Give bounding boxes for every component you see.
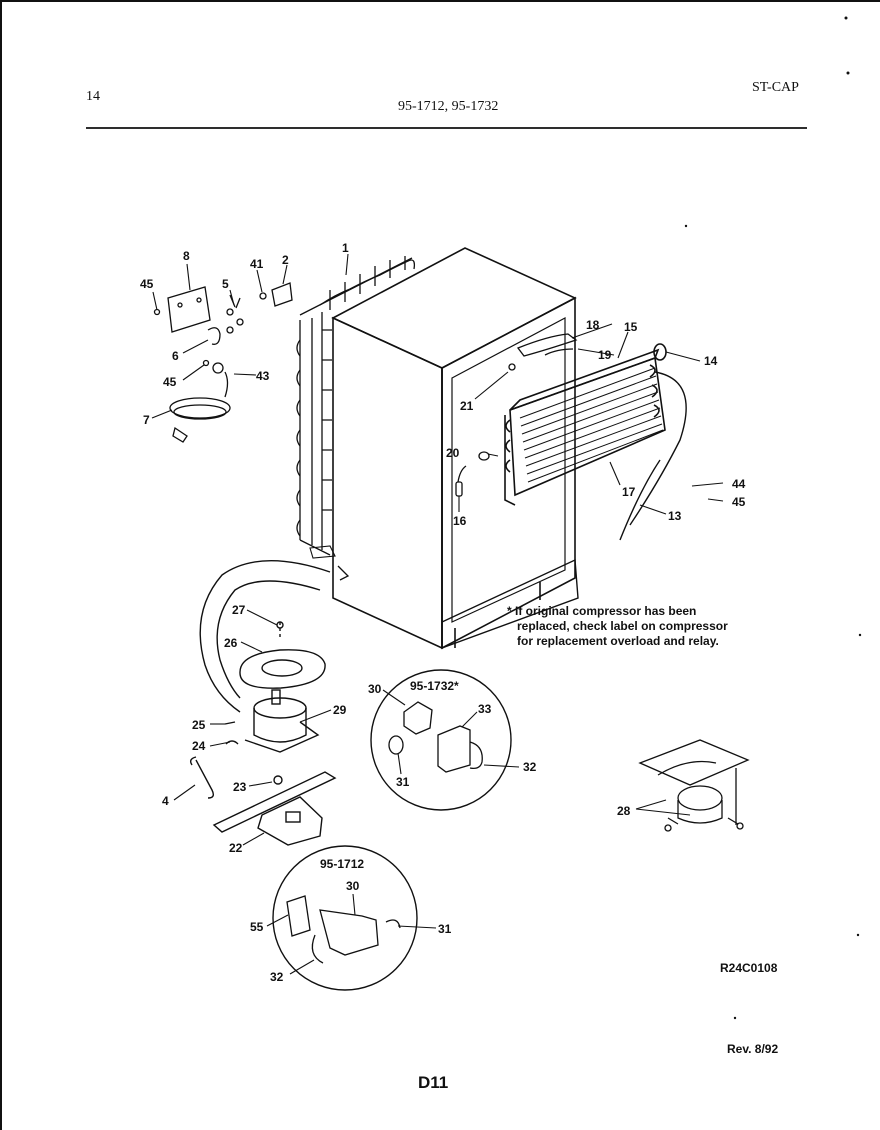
callout-27: 27 <box>232 603 246 617</box>
callout-6: 6 <box>172 349 179 363</box>
note-line-3: for replacement overload and relay. <box>517 634 719 648</box>
callout-30-inset-1732: 30 <box>368 682 382 696</box>
inset-label-95-1712: 95-1712 <box>320 857 364 871</box>
inset-label-95-1732: 95-1732* <box>410 679 459 693</box>
callout-31-inset-1712: 31 <box>438 922 452 936</box>
callout-16: 16 <box>453 514 467 528</box>
callout-45-mid: 45 <box>163 375 177 389</box>
callout-21: 21 <box>460 399 474 413</box>
scan-specks <box>684 16 862 1020</box>
callout-20: 20 <box>446 446 460 460</box>
cabinet <box>331 247 579 650</box>
callout-4: 4 <box>162 794 169 808</box>
callout-31-inset-1732: 31 <box>396 775 410 789</box>
compressor-replacement-note: * If original compressor has been replac… <box>507 604 728 649</box>
suction-line <box>629 371 687 526</box>
callout-43: 43 <box>256 369 270 383</box>
part-14-clip <box>653 343 667 361</box>
inset-95-1732 <box>370 669 512 811</box>
page-code: D11 <box>418 1073 448 1092</box>
page-number: 14 <box>86 89 100 104</box>
callout-23: 23 <box>233 780 247 794</box>
leader-lines <box>151 253 724 975</box>
section-code: ST-CAP <box>752 80 799 95</box>
revision-label: Rev. 8/92 <box>727 1042 778 1056</box>
callout-1: 1 <box>342 241 349 255</box>
callout-44: 44 <box>732 477 746 491</box>
callout-33: 33 <box>478 702 492 716</box>
callout-28: 28 <box>617 804 631 818</box>
drain-hose <box>199 560 331 713</box>
compressor-mount-28 <box>638 739 750 832</box>
compressor-assembly <box>189 621 337 846</box>
condenser-coil <box>296 256 416 581</box>
callout-32-inset-1732: 32 <box>523 760 537 774</box>
callout-8: 8 <box>183 249 190 263</box>
callout-25: 25 <box>192 718 206 732</box>
evaporator <box>504 348 666 506</box>
callout-13: 13 <box>668 509 682 523</box>
evaporator-brackets <box>455 333 578 497</box>
callout-41: 41 <box>250 257 264 271</box>
callout-2: 2 <box>282 253 289 267</box>
callout-17: 17 <box>622 485 636 499</box>
callout-45-top: 45 <box>140 277 154 291</box>
callout-32-inset-1712: 32 <box>270 970 284 984</box>
callout-14: 14 <box>704 354 718 368</box>
drain-hose-inner <box>216 580 321 699</box>
callout-45-right: 45 <box>732 495 746 509</box>
drawing-code: R24C0108 <box>720 961 778 975</box>
callout-26: 26 <box>224 636 238 650</box>
model-numbers: 95-1712, 95-1732 <box>398 99 499 114</box>
callout-5: 5 <box>222 277 229 291</box>
callout-29: 29 <box>333 703 347 717</box>
callout-18: 18 <box>586 318 600 332</box>
callout-19: 19 <box>598 348 612 362</box>
callout-30-inset-1712: 30 <box>346 879 360 893</box>
callout-7: 7 <box>143 413 150 427</box>
callout-55: 55 <box>250 920 264 934</box>
callout-24: 24 <box>192 739 206 753</box>
note-line-1: * If original compressor has been <box>507 604 697 618</box>
callout-15: 15 <box>624 320 638 334</box>
capillary-tube <box>619 459 661 541</box>
callout-labels: 8 45 5 41 2 1 6 45 43 7 18 15 19 14 21 2… <box>140 241 778 1056</box>
callout-22: 22 <box>229 841 243 855</box>
note-line-2: replaced, check label on compressor <box>517 619 728 633</box>
